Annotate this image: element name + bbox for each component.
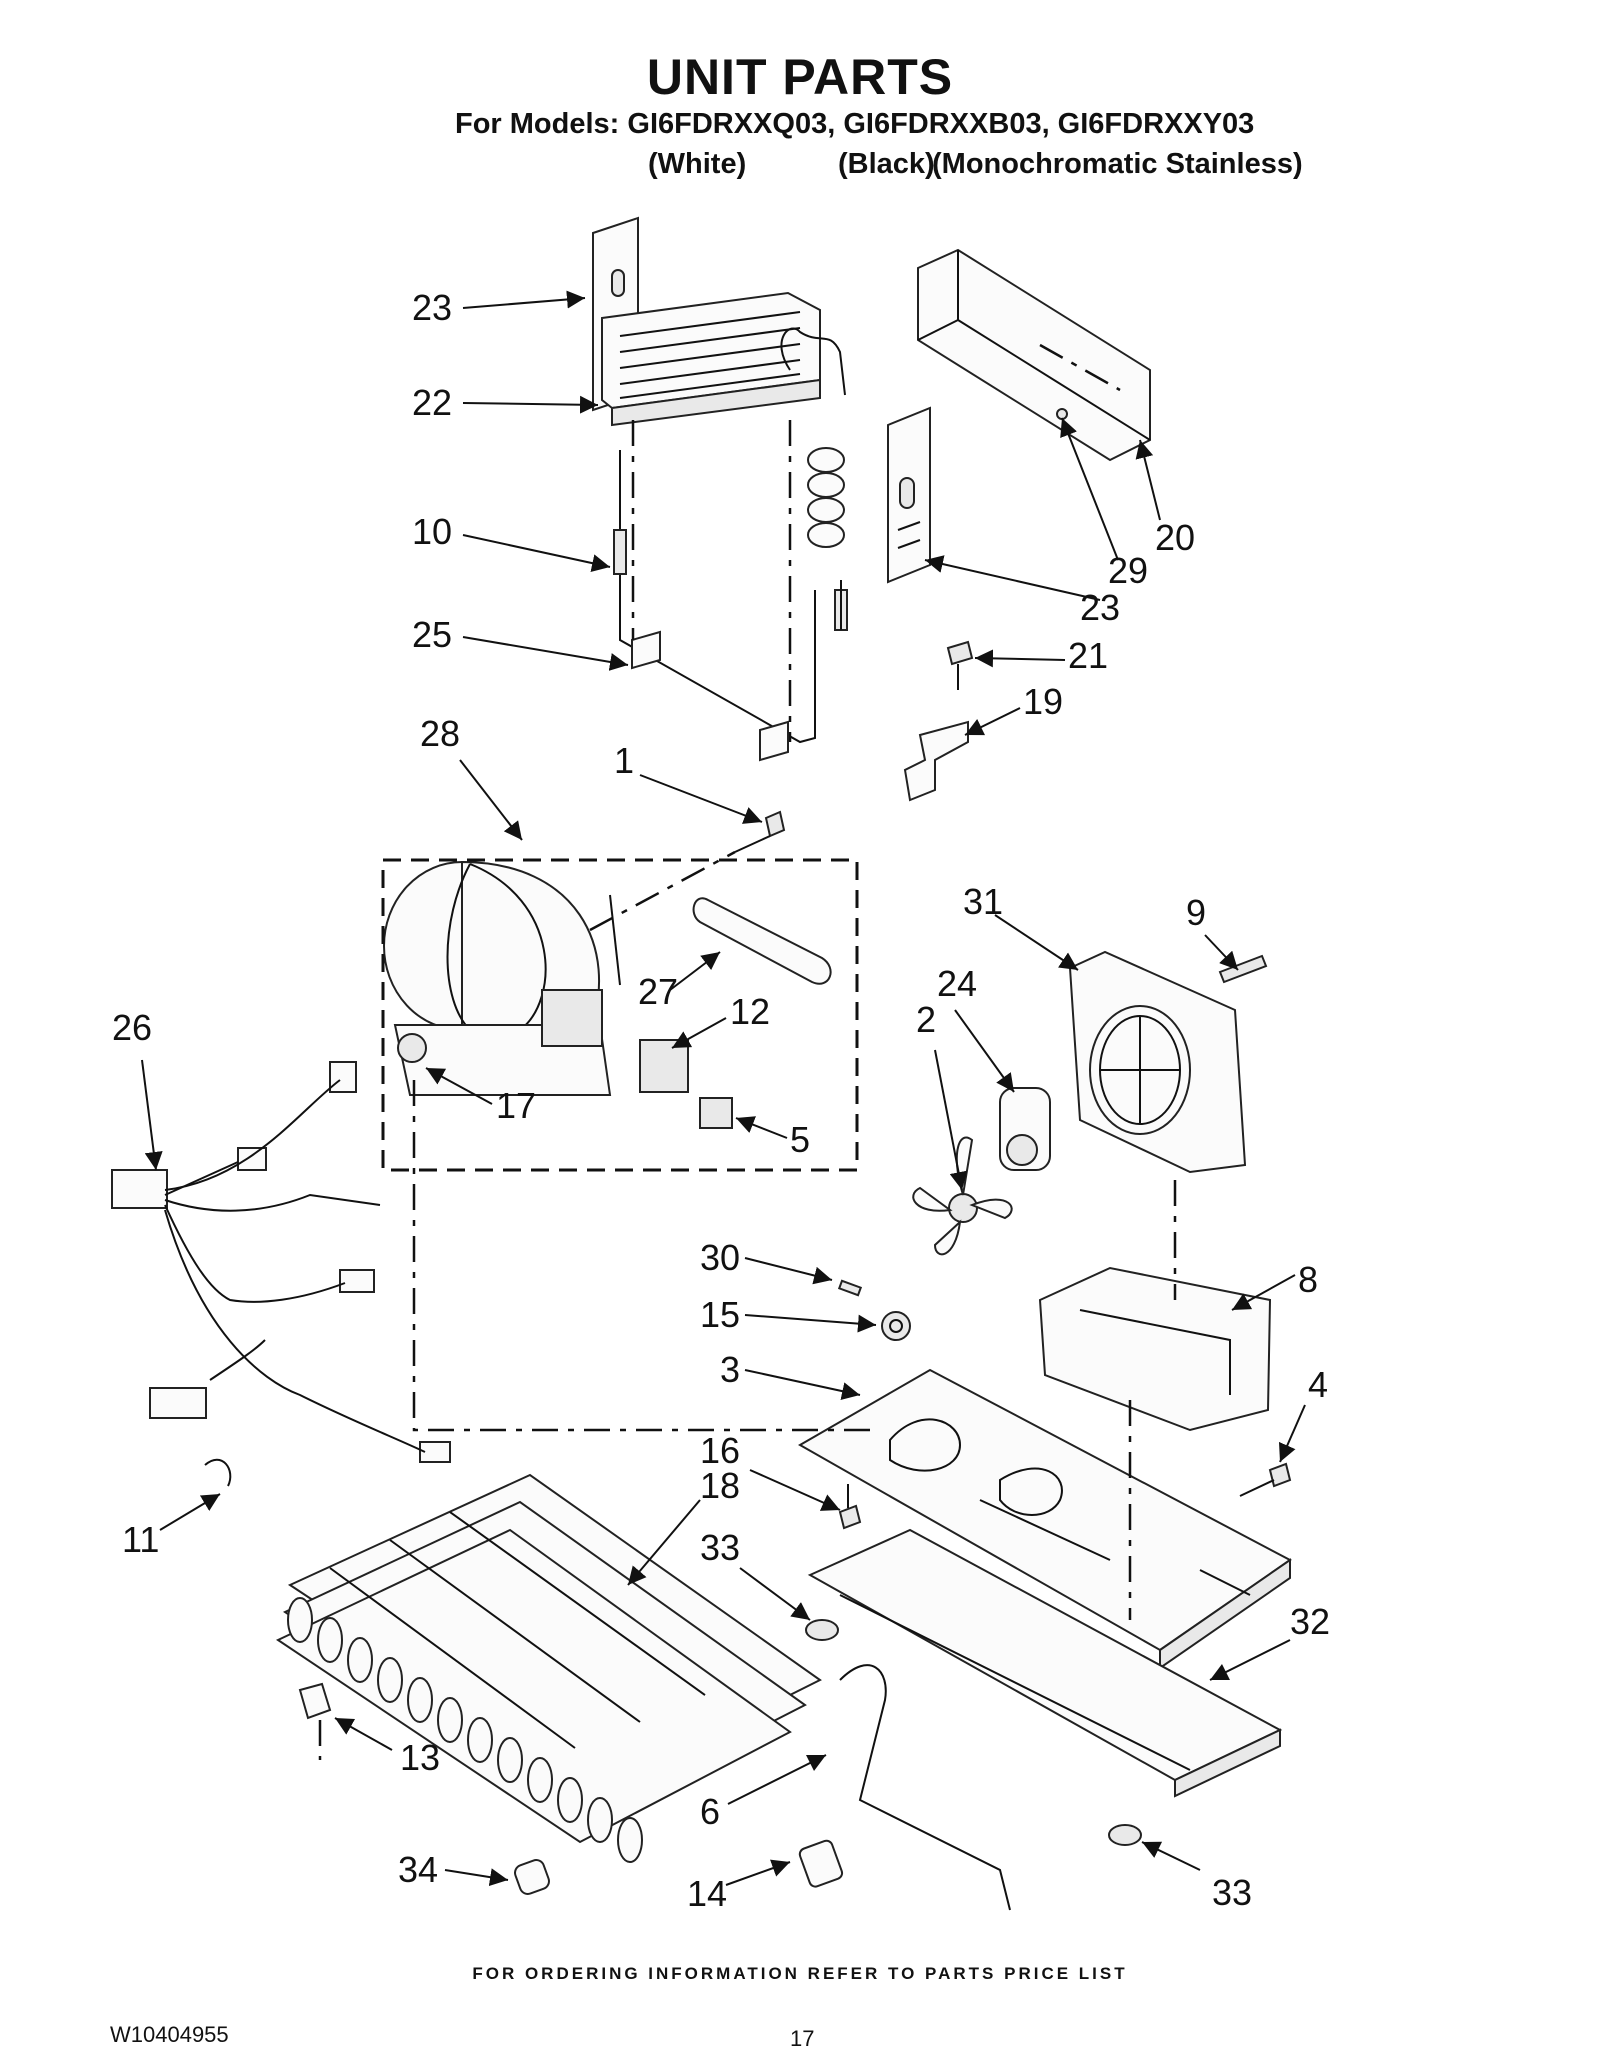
thermistor-10-25 bbox=[613, 450, 848, 762]
color-label-stainless: (Monochromatic Stainless) bbox=[932, 148, 1303, 180]
callout-16: 16 bbox=[700, 1430, 740, 1471]
callout-21: 21 bbox=[1068, 635, 1108, 676]
evaporator-assembly bbox=[592, 216, 846, 548]
bracket-19 bbox=[903, 720, 969, 802]
callout-29: 29 bbox=[1108, 550, 1148, 591]
callout-26: 26 bbox=[112, 1007, 152, 1048]
screw-16 bbox=[838, 1484, 862, 1530]
callout-23-top: 23 bbox=[412, 287, 452, 328]
ordering-note: FOR ORDERING INFORMATION REFER TO PARTS … bbox=[472, 1964, 1128, 1983]
condenser-18 bbox=[275, 1473, 822, 1863]
screw-4 bbox=[1239, 1462, 1292, 1497]
tube-6 bbox=[839, 1664, 1011, 1911]
callout-33-top: 33 bbox=[700, 1527, 740, 1568]
document-number: W10404955 bbox=[110, 2022, 229, 2047]
callout-34: 34 bbox=[398, 1849, 438, 1890]
callout-3: 3 bbox=[720, 1349, 740, 1390]
callout-22: 22 bbox=[412, 382, 452, 423]
clip-13 bbox=[298, 1682, 332, 1720]
callout-30: 30 bbox=[700, 1237, 740, 1278]
callout-14: 14 bbox=[687, 1873, 727, 1914]
platform-3 bbox=[797, 1368, 1292, 1670]
cover-20 bbox=[917, 248, 1151, 462]
color-label-white: (White) bbox=[648, 148, 747, 180]
callout-13: 13 bbox=[400, 1737, 440, 1778]
screw-21 bbox=[946, 640, 974, 690]
plug-14 bbox=[798, 1839, 844, 1888]
callout-5: 5 bbox=[790, 1119, 810, 1160]
right-bracket-23 bbox=[887, 406, 931, 584]
callout-10: 10 bbox=[412, 511, 452, 552]
callout-9: 9 bbox=[1186, 892, 1206, 933]
assembly-lines bbox=[318, 343, 1177, 1760]
callout-17: 17 bbox=[496, 1085, 536, 1126]
callout-31: 31 bbox=[963, 881, 1003, 922]
callout-24: 24 bbox=[937, 963, 977, 1004]
shroud-31 bbox=[1068, 950, 1247, 1174]
grommet-34 bbox=[514, 1859, 550, 1895]
callout-18: 18 bbox=[700, 1465, 740, 1506]
callout-11: 11 bbox=[122, 1519, 159, 1560]
page-number: 17 bbox=[790, 2026, 815, 2051]
callout-4: 4 bbox=[1308, 1364, 1328, 1405]
callout-6: 6 bbox=[700, 1791, 720, 1832]
callout-15: 15 bbox=[700, 1294, 740, 1335]
color-label-black: (Black) bbox=[838, 148, 935, 180]
callout-33-bottom: 33 bbox=[1212, 1872, 1252, 1913]
callout-1: 1 bbox=[614, 740, 634, 781]
leader-arrows bbox=[141, 290, 1306, 1887]
grommet-33 bbox=[805, 1619, 1142, 1846]
screw-1 bbox=[734, 810, 786, 853]
callout-27: 27 bbox=[638, 971, 678, 1012]
wire-harness-26 bbox=[111, 1061, 451, 1463]
callout-23-right: 23 bbox=[1080, 587, 1120, 628]
callout-32: 32 bbox=[1290, 1601, 1330, 1642]
callout-2: 2 bbox=[916, 999, 936, 1040]
callout-20: 20 bbox=[1155, 517, 1195, 558]
callout-8: 8 bbox=[1298, 1259, 1318, 1300]
callout-12: 12 bbox=[730, 991, 770, 1032]
grommet-15-pin-30 bbox=[837, 1279, 911, 1341]
fan-blade-2 bbox=[912, 1136, 1013, 1256]
drier-27 bbox=[692, 897, 832, 985]
callout-labels: 23 22 10 25 20 29 23 21 19 28 1 27 12 17… bbox=[112, 287, 1330, 1914]
page-title: UNIT PARTS bbox=[646, 49, 954, 105]
tray-32 bbox=[807, 1528, 1283, 1798]
screw-9 bbox=[1218, 954, 1268, 984]
compressor-assembly bbox=[383, 860, 733, 1129]
models-line: For Models: GI6FDRXXQ03, GI6FDRXXB03, GI… bbox=[455, 108, 1255, 140]
callout-28: 28 bbox=[420, 713, 460, 754]
callout-19: 19 bbox=[1023, 681, 1063, 722]
fan-motor-24 bbox=[999, 1087, 1051, 1171]
clip-11 bbox=[204, 1458, 232, 1487]
compressor-kit-outline bbox=[381, 858, 859, 1172]
callout-25: 25 bbox=[412, 614, 452, 655]
base-8 bbox=[1038, 1266, 1272, 1432]
